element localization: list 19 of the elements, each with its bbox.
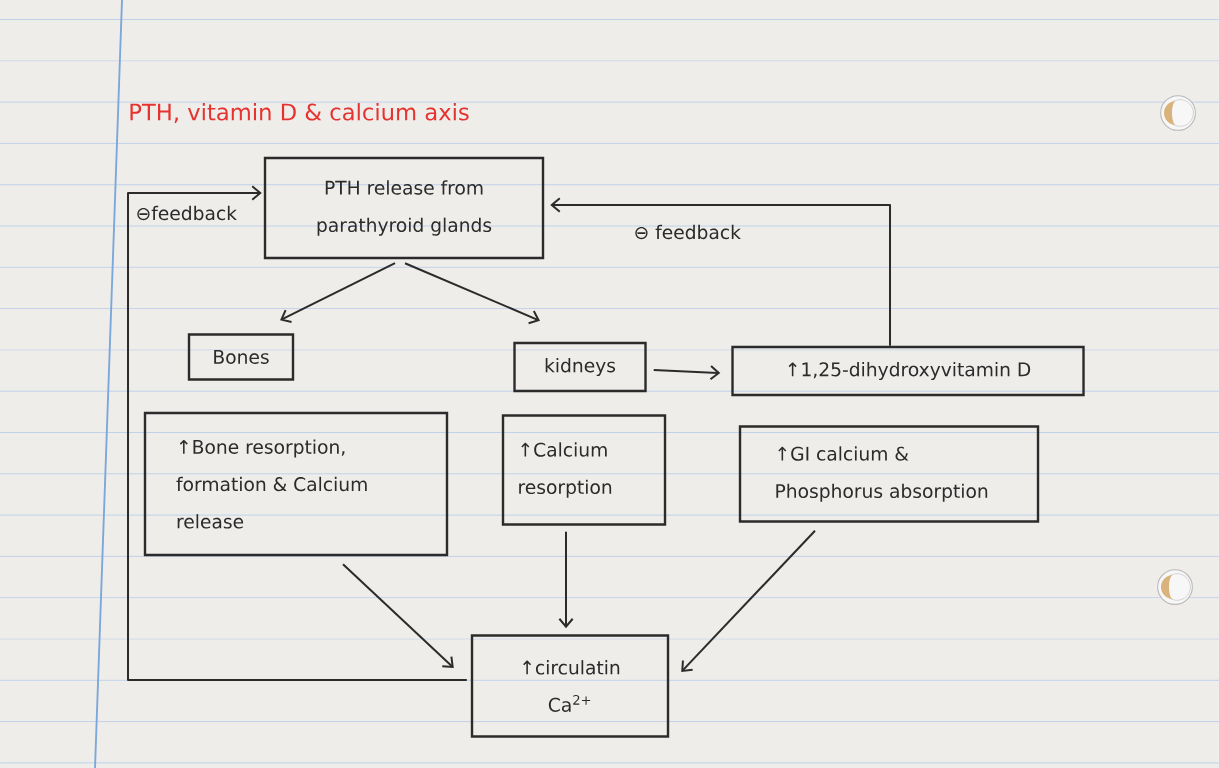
arrow <box>558 530 574 629</box>
process-box: Bones <box>187 333 295 381</box>
process-box: PTH release from parathyroid glands <box>263 156 545 260</box>
process-box: ↑GI calcium & Phosphorus absorption <box>738 425 1040 523</box>
process-box: ↑1,25-dihydroxyvitamin D <box>731 345 1085 397</box>
arrow <box>127 185 468 681</box>
title: PTH, vitamin D & calcium axis <box>130 103 469 123</box>
arrow <box>342 563 454 668</box>
arrow <box>550 197 891 347</box>
process-box: kidneys <box>513 341 647 393</box>
edge-label: ⊖feedback <box>137 205 237 221</box>
arrow <box>280 262 396 323</box>
edge-label: ⊖ feedback <box>635 224 741 240</box>
process-box: ↑Bone resorption, formation & Calcium release <box>143 411 449 557</box>
arrow <box>681 529 816 672</box>
arrow <box>404 262 540 325</box>
arrow <box>652 364 721 381</box>
process-box: ↑circulatin Ca$^{2+}$ <box>470 634 670 738</box>
process-box: ↑Calcium resorption <box>501 414 667 526</box>
